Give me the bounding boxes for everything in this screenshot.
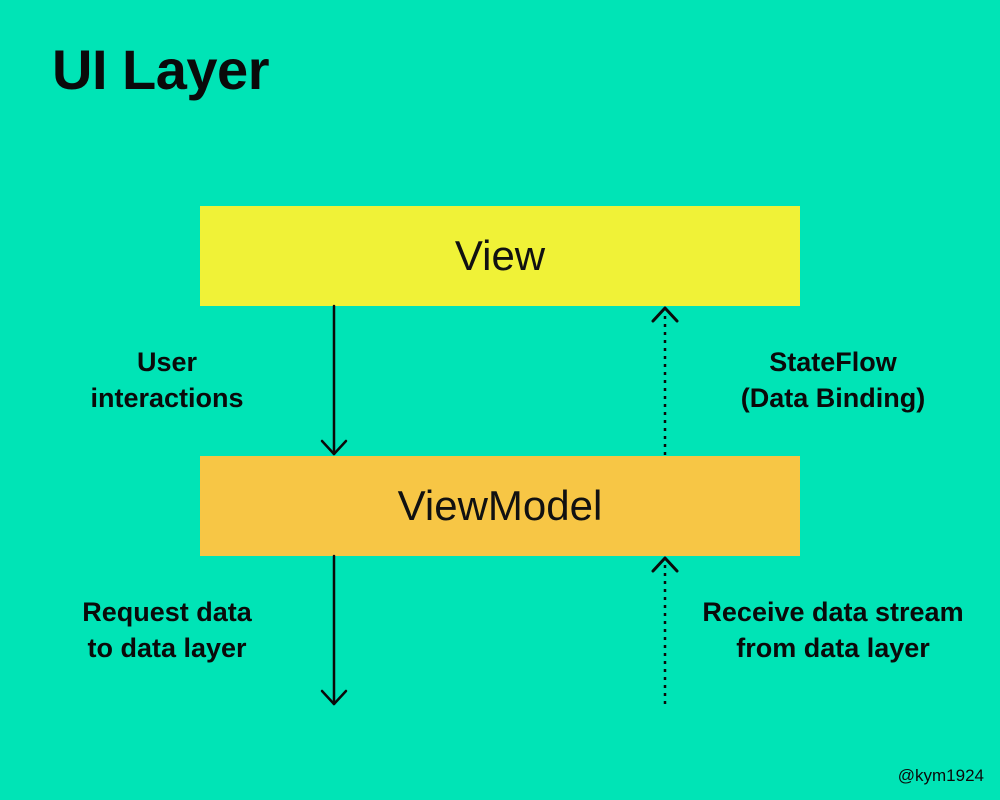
stateflow-label-line-2: (Data Binding): [740, 382, 926, 413]
user-interactions-label-line-2: interactions: [90, 382, 244, 413]
page-title: UI Layer: [52, 38, 270, 101]
arrow-viewmodel-to-data-layer: [320, 554, 348, 706]
receive-data-label-line-1: Receive data stream: [702, 597, 964, 627]
view-box: View: [200, 206, 800, 306]
receive-data-label-line-2: from data layer: [736, 632, 930, 663]
author-credit: @kym1924: [897, 766, 984, 785]
arrow-viewmodel-to-view-dotted: [651, 306, 679, 455]
user-interactions-label-line-1: User: [136, 347, 198, 377]
receive-data-label: Receive data stream from data layer: [673, 595, 993, 666]
arrow-view-to-viewmodel: [320, 304, 348, 456]
stateflow-label: StateFlow (Data Binding): [713, 345, 953, 416]
request-data-label-line-1: Request data: [82, 597, 252, 627]
viewmodel-box: ViewModel: [200, 456, 800, 556]
stateflow-label-line-1: StateFlow: [769, 347, 897, 377]
request-data-label-line-2: to data layer: [87, 632, 247, 663]
user-interactions-label: User interactions: [57, 345, 277, 416]
request-data-label: Request data to data layer: [52, 595, 282, 666]
